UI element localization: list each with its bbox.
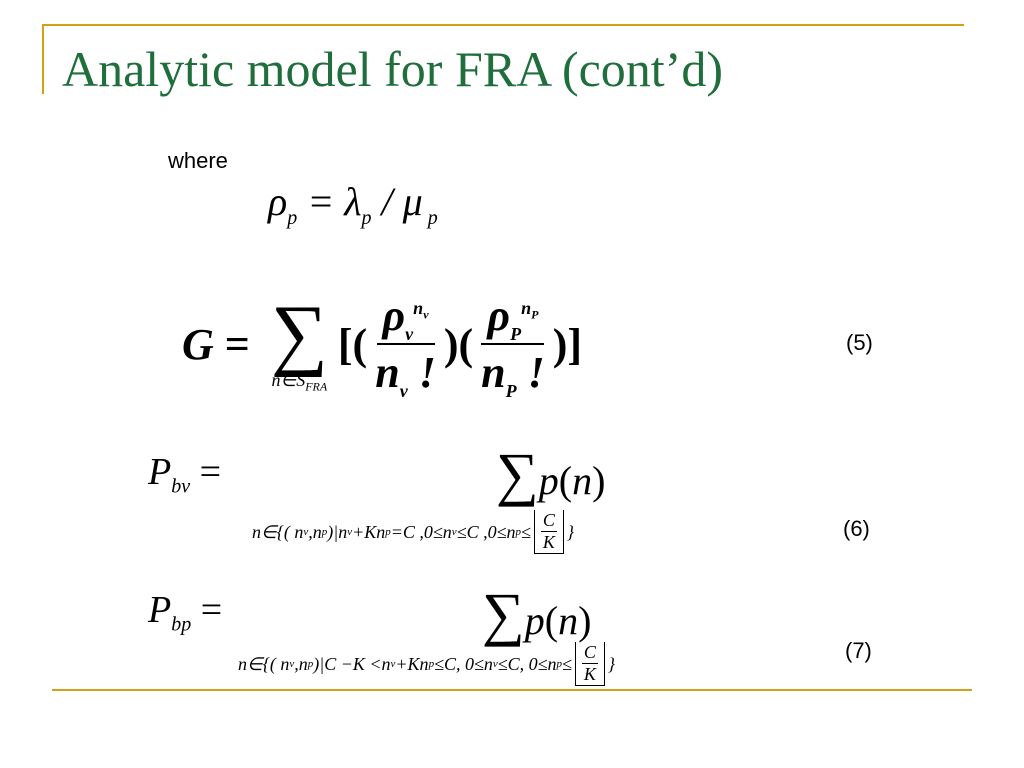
slide-frame-left <box>42 24 44 94</box>
equation-pbp-lhs: Pbp = <box>148 589 223 636</box>
slide-divider-bottom <box>52 689 972 691</box>
equation-g: G = ∑ n∈SFRA [( ρvnv nv ! )( ρPnP nP ! )… <box>182 289 583 401</box>
equation-pbv-sum: ∑p(n) <box>496 441 606 507</box>
rho-definition: ρp = λp / μ p <box>268 179 438 229</box>
equation-number-6: (6) <box>843 516 870 541</box>
equation-number-7: (7) <box>845 638 872 663</box>
slide-frame-top <box>42 24 964 26</box>
equation-number-5: (5) <box>846 330 873 355</box>
equation-pbv-lhs: Pbv = <box>148 451 222 498</box>
where-label: where <box>168 148 228 173</box>
equation-pbp-sum: ∑p(n) <box>482 581 592 647</box>
slide-title: Analytic model for FRA (cont’d) <box>62 41 723 97</box>
